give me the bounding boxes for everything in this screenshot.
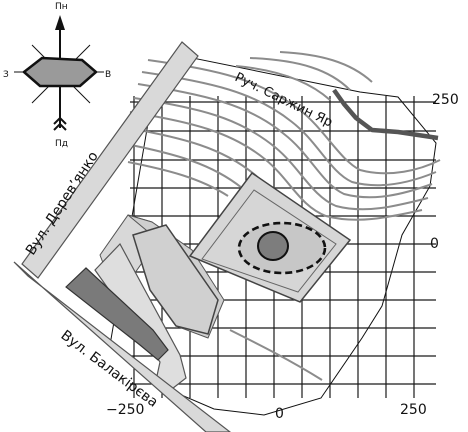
contour-line (249, 57, 351, 91)
wind-rose-shape (22, 56, 98, 88)
compass-east-label: В (105, 70, 111, 80)
tick-label-x-250: 250 (400, 402, 427, 418)
street-derevianko (21, 41, 199, 279)
contour-line (129, 111, 423, 221)
stream-label: Руч. Саржин Яр (232, 70, 335, 130)
compass-north-arrow-icon (55, 15, 65, 30)
compass-south-label: Пд (55, 139, 68, 149)
stream-line (332, 88, 439, 141)
contour-line (141, 71, 437, 187)
compass-south-chevron-icon (53, 122, 67, 131)
compass-rose: Пн Пд З В (3, 2, 111, 149)
tick-label-y-250: 250 (432, 92, 459, 108)
contour-line (133, 97, 429, 211)
contour-lines (125, 51, 441, 381)
compass-north-label: Пн (55, 2, 68, 12)
contour-line (147, 59, 441, 175)
building-main (132, 224, 219, 335)
contour-line (137, 83, 433, 199)
building-block-outline (201, 189, 337, 293)
pond-core (257, 231, 289, 261)
contour-line (125, 143, 243, 189)
tick-label-y-0: 0 (430, 236, 439, 252)
contour-line (127, 161, 229, 197)
compass-south-chevron-icon (53, 116, 67, 125)
tick-label-x-minus250: −250 (106, 402, 144, 418)
building-dark (65, 267, 169, 361)
contour-line (235, 65, 331, 101)
street-balakireva (13, 261, 231, 432)
tick-label-x-0: 0 (275, 406, 284, 422)
contour-line (279, 51, 373, 83)
compass-west-label: З (3, 70, 9, 80)
contour-line (229, 329, 323, 381)
